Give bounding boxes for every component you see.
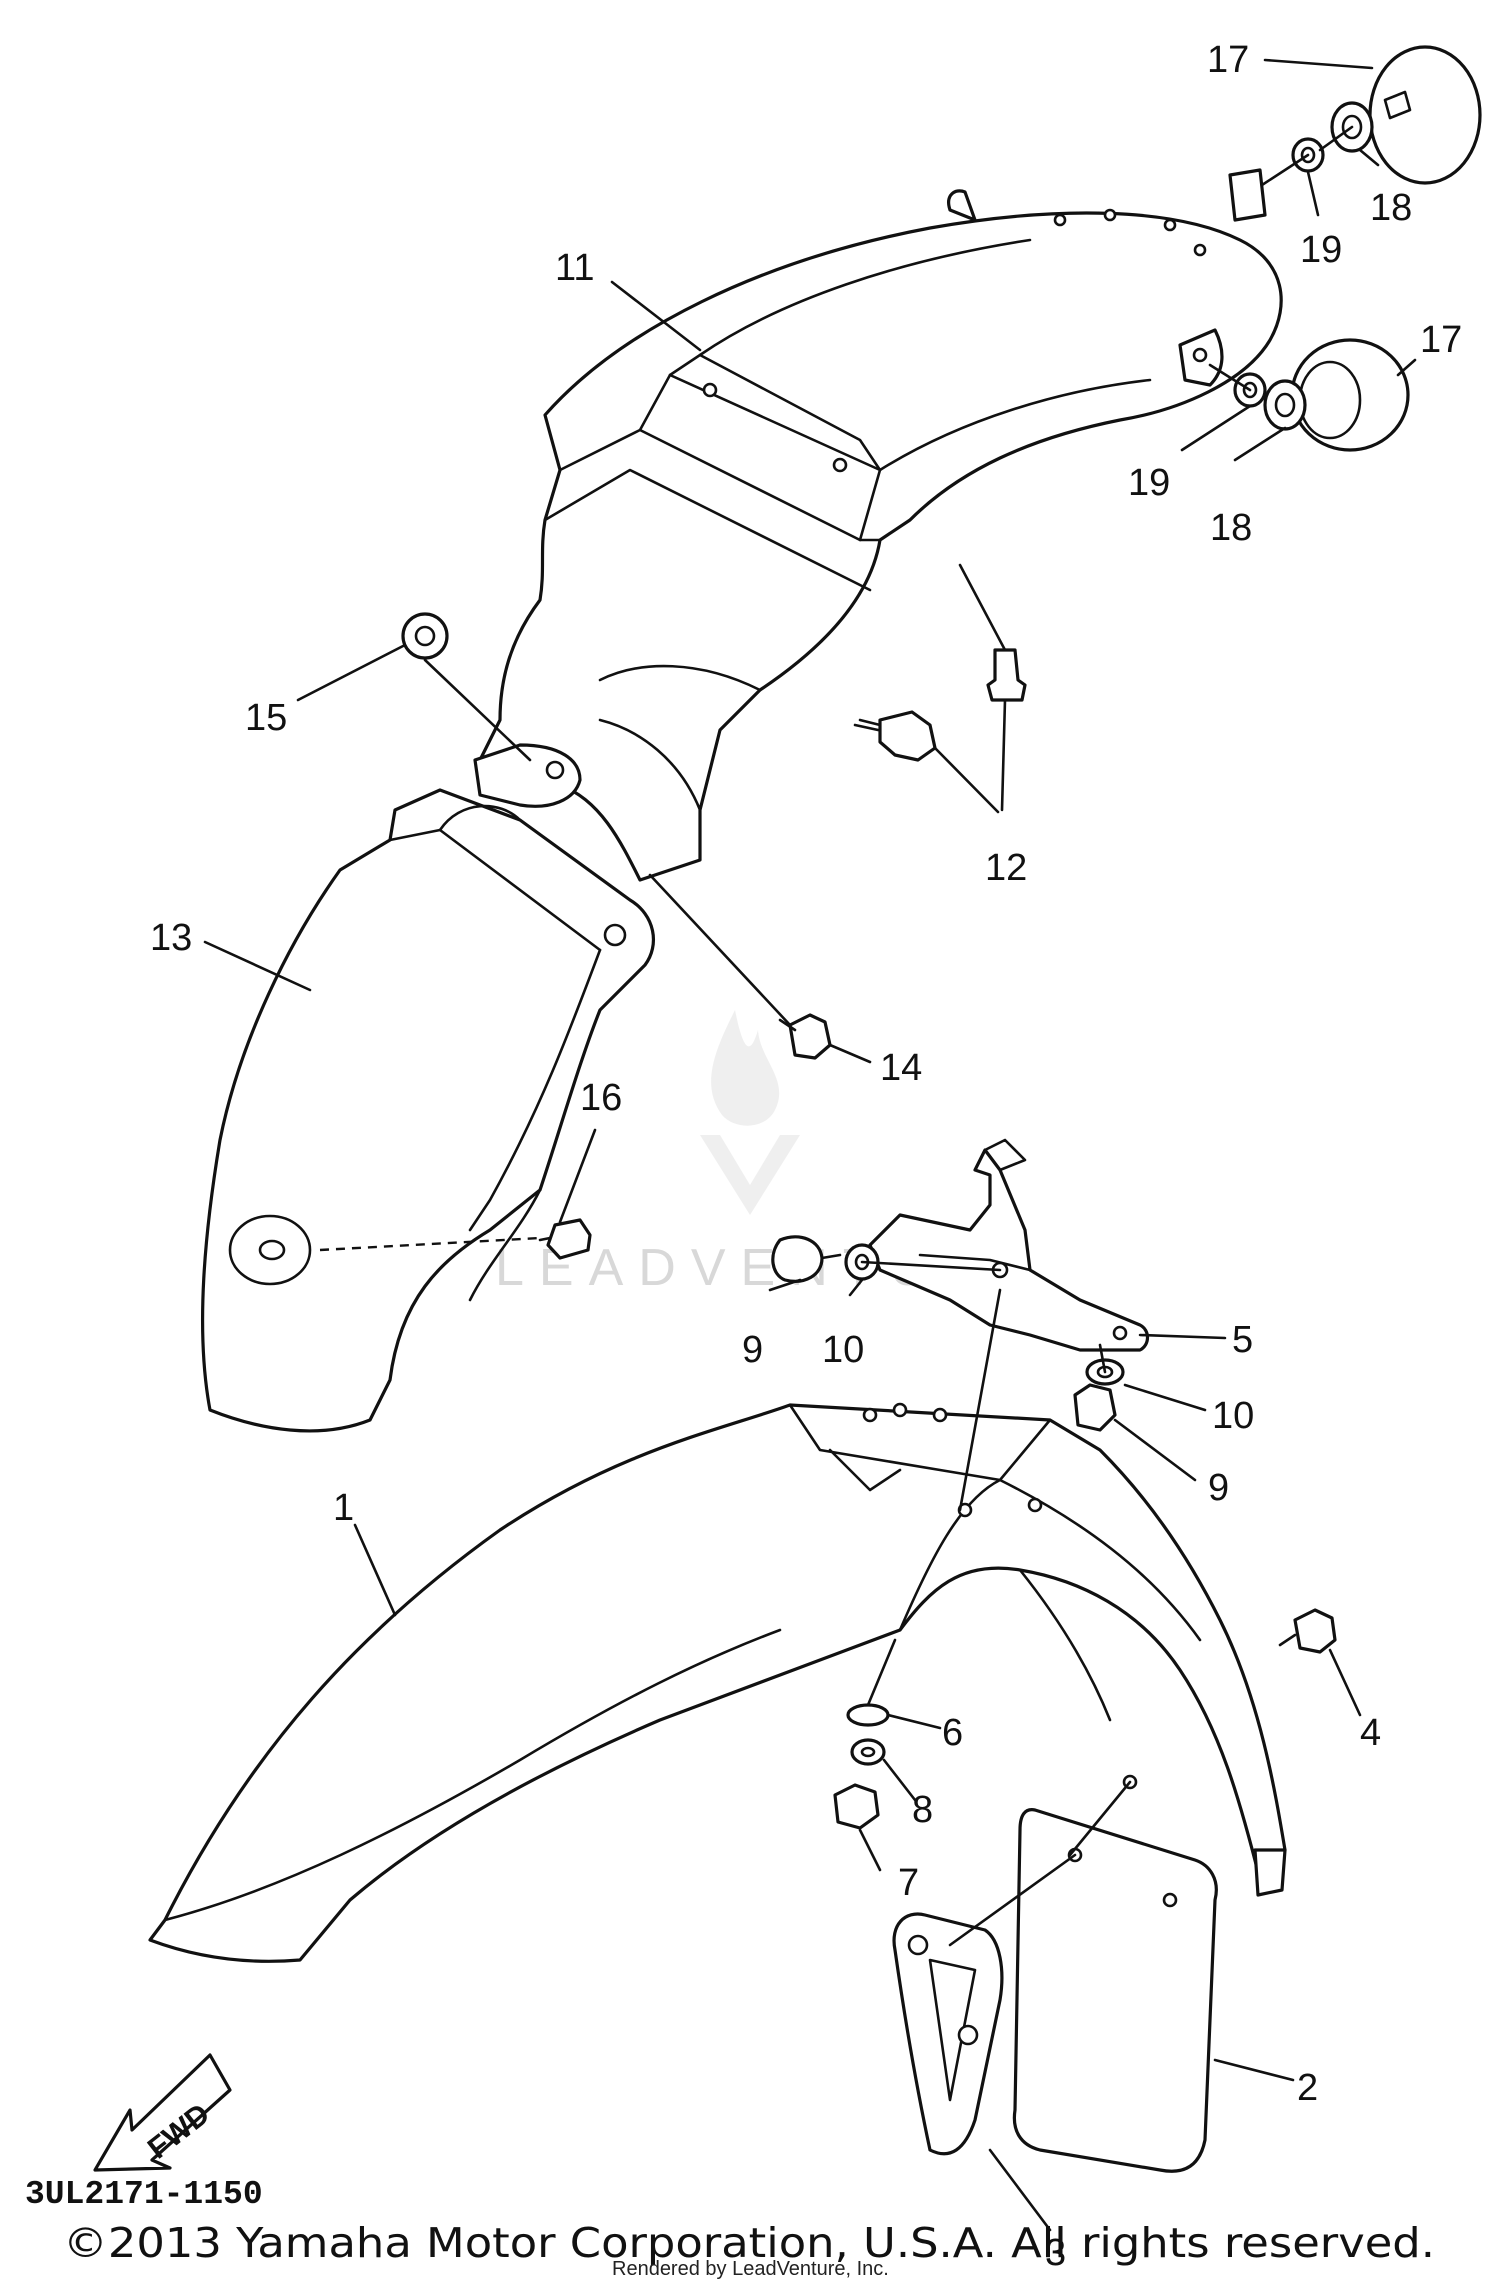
- watermark-logo: [700, 1010, 800, 1215]
- callout-2: 2: [1297, 2067, 1318, 2109]
- front-fender-part-1: [148, 1402, 1287, 1963]
- callout-7: 7: [898, 1862, 919, 1904]
- callout-5: 5: [1232, 1319, 1253, 1361]
- callout-10-left: 10: [822, 1329, 864, 1371]
- callout-3: 3: [1045, 2232, 1066, 2274]
- copyright-notice: ©2013 Yamaha Motor Corporation, U.S.A. A…: [63, 2219, 1435, 2267]
- callout-17-right: 17: [1420, 319, 1462, 361]
- callout-16: 16: [580, 1077, 622, 1119]
- leader-lines: [319, 125, 1354, 1947]
- callout-19-top: 19: [1300, 229, 1342, 271]
- rear-fender-part-11: [478, 189, 1283, 882]
- callout-8: 8: [912, 1789, 933, 1831]
- callout-11: 11: [555, 247, 594, 289]
- bracket-part-3: [892, 1912, 1004, 2156]
- callout-18-right: 18: [1210, 507, 1252, 549]
- callout-12: 12: [985, 847, 1027, 889]
- mud-flap-part-13: [200, 788, 655, 1433]
- callout-19-right: 19: [1128, 462, 1170, 504]
- callout-17-top: 17: [1207, 39, 1249, 81]
- callout-9-right: 9: [1208, 1467, 1229, 1509]
- callout-leaders: [203, 58, 1417, 2232]
- callout-15: 15: [245, 697, 287, 739]
- callout-1: 1: [333, 1487, 354, 1529]
- number-plate-part-2: [1012, 1808, 1218, 2173]
- stay-bracket-part-5: [868, 1138, 1150, 1352]
- rendered-by-note: Rendered by LeadVenture, Inc.: [612, 2258, 889, 2279]
- fwd-arrow-icon: FWD: [93, 2053, 232, 2172]
- diagram-code: 3UL2171-1150: [25, 2176, 263, 2213]
- callout-13: 13: [150, 917, 192, 959]
- callout-6: 6: [942, 1712, 963, 1754]
- callout-18-top: 18: [1370, 187, 1412, 229]
- cap-17-right: [1290, 338, 1410, 452]
- callout-4: 4: [1360, 1712, 1381, 1754]
- cap-17-top: [1368, 45, 1482, 185]
- callout-numbers: 17 17 18 18 19 19 11 15 12 13 14 16 9 10…: [150, 39, 1462, 2274]
- callout-14: 14: [880, 1047, 922, 1089]
- callout-9-left: 9: [742, 1329, 763, 1371]
- callout-10-right: 10: [1212, 1395, 1254, 1437]
